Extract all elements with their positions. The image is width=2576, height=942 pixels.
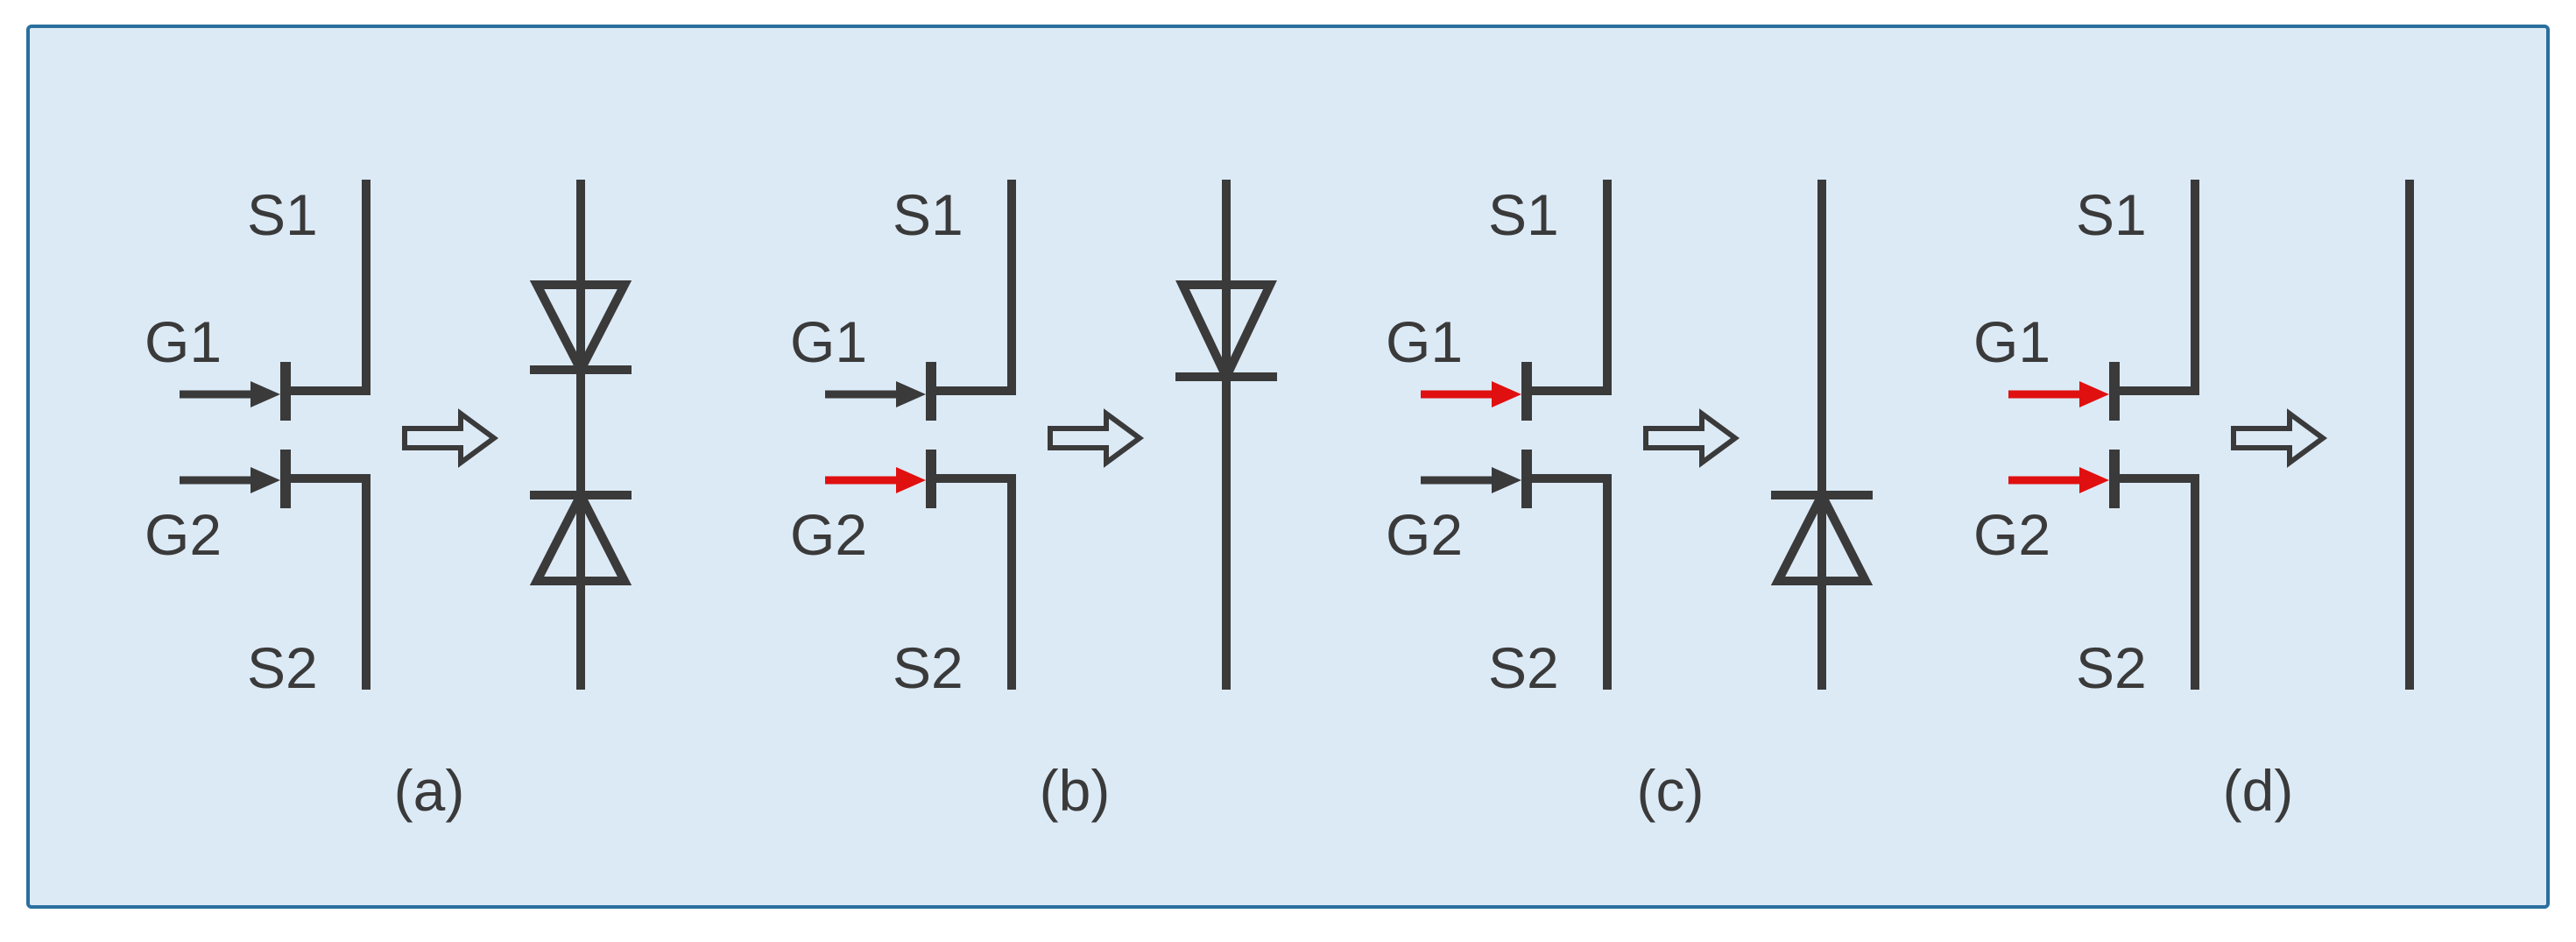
- gate1-arrow-head: [1492, 381, 1521, 407]
- gate2-arrow-head: [251, 467, 280, 493]
- panel-caption: (a): [394, 758, 465, 823]
- source1-lead: [286, 180, 371, 395]
- gate1-arrow-head: [896, 381, 926, 407]
- label-g2: G2: [790, 502, 867, 567]
- label-g1: G1: [1973, 309, 2050, 374]
- label-s2: S2: [2076, 635, 2147, 700]
- gate2-arrow-head: [896, 467, 926, 493]
- panels-group: S1G1G2S2(a)S1G1G2S2(b)S1G1G2S2(c)S1G1G2S…: [145, 180, 2414, 823]
- label-g2: G2: [145, 502, 222, 567]
- source1-lead: [2114, 180, 2199, 395]
- label-s1: S1: [1488, 182, 1559, 247]
- gate1-arrow-head: [251, 381, 280, 407]
- diode-upper-triangle: [529, 280, 632, 379]
- diode-lower-triangle: [529, 485, 632, 585]
- source2-lead: [1527, 474, 1612, 690]
- equivalence-arrow: [2231, 408, 2328, 468]
- source2-lead: [286, 474, 371, 690]
- gate1-arrow-head: [2079, 381, 2109, 407]
- diode-upper-triangle: [1175, 280, 1277, 387]
- label-s1: S1: [2076, 182, 2147, 247]
- label-s1: S1: [893, 182, 963, 247]
- label-s2: S2: [247, 635, 318, 700]
- source1-lead: [931, 180, 1016, 395]
- equivalence-arrow: [1048, 408, 1145, 468]
- label-g2: G2: [1386, 502, 1463, 567]
- equivalence-arrow: [402, 408, 499, 468]
- gate2-arrow-head: [2079, 467, 2109, 493]
- label-g1: G1: [145, 309, 222, 374]
- label-s2: S2: [1488, 635, 1559, 700]
- panel-caption: (c): [1637, 758, 1704, 823]
- diode-lower-triangle: [1770, 485, 1874, 585]
- source2-lead: [2114, 474, 2199, 690]
- figure-frame: [26, 25, 2550, 909]
- equivalence-arrow: [1643, 408, 1740, 468]
- label-s2: S2: [893, 635, 963, 700]
- label-s1: S1: [247, 182, 318, 247]
- label-g2: G2: [1973, 502, 2050, 567]
- gate2-arrow-head: [1492, 467, 1521, 493]
- panel-caption: (b): [1040, 758, 1111, 823]
- source1-lead: [1527, 180, 1612, 395]
- label-g1: G1: [1386, 309, 1463, 374]
- source2-lead: [931, 474, 1016, 690]
- label-g1: G1: [790, 309, 867, 374]
- panel-caption: (d): [2223, 758, 2294, 823]
